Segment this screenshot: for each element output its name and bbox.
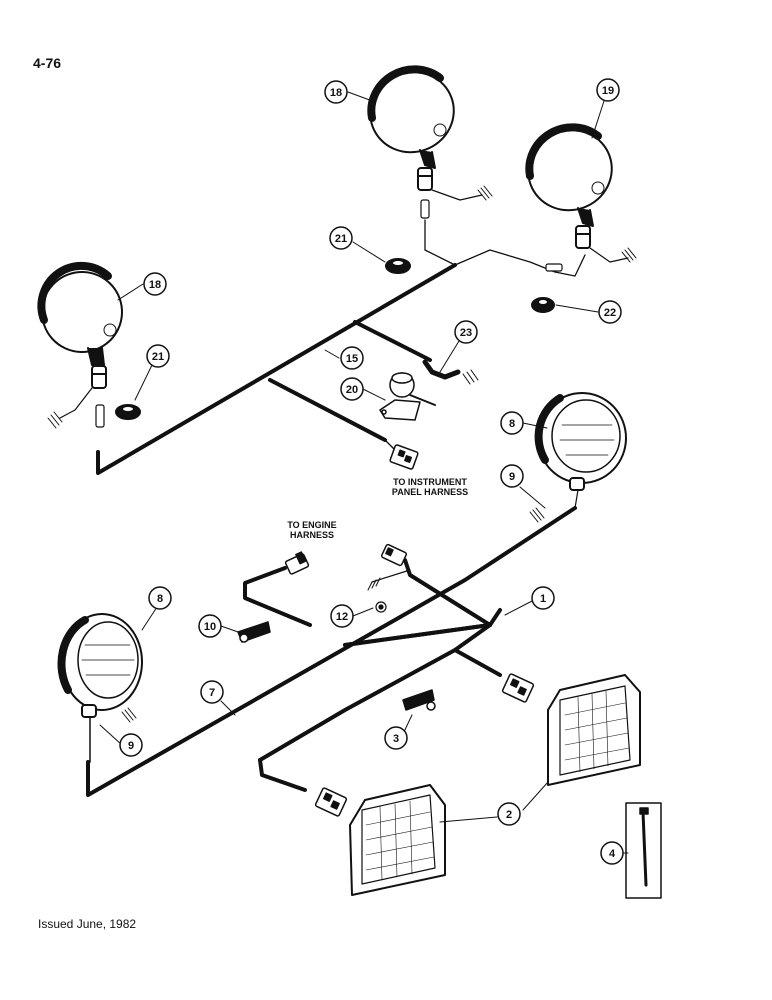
callout-label: 12	[336, 611, 348, 623]
front-lamp-harness	[86, 506, 577, 797]
front-lamp-thin-wires	[371, 489, 579, 583]
rear-work-lamp-left	[37, 261, 123, 429]
front-flood-lamp-right	[529, 392, 627, 523]
callout-7: 7	[200, 680, 224, 704]
callout-label: 7	[209, 687, 215, 699]
nut-12	[375, 601, 387, 613]
callout-2: 2	[497, 802, 521, 826]
instrument-panel-note-line-1: TO INSTRUMENT	[393, 477, 467, 487]
callout-9-left: 9	[119, 733, 143, 757]
engine-connector	[284, 551, 310, 575]
headlamp-right	[547, 674, 641, 786]
grommet-21-top	[385, 258, 411, 274]
callout-10: 10	[198, 614, 222, 638]
callout-label: 8	[157, 593, 163, 605]
callout-19: 19	[596, 78, 620, 102]
callout-label: 8	[509, 418, 515, 430]
page-number: 4-76	[33, 55, 62, 71]
clip-3	[402, 689, 436, 711]
callout-label: 2	[506, 809, 512, 821]
callout-21-left: 21	[146, 344, 170, 368]
callout-label: 9	[509, 471, 515, 483]
callout-label: 3	[393, 733, 399, 745]
callout-22: 22	[598, 300, 622, 324]
harness-connector-top	[380, 543, 408, 567]
tie-strap-4	[625, 802, 662, 899]
engine-harness-note-line-2: HARNESS	[289, 530, 334, 540]
callout-label: 10	[204, 621, 216, 633]
callouts: 18 19 21 18 21 15 23 20 22 8 9 1 12 10 8…	[119, 78, 624, 865]
callout-label: 21	[335, 233, 347, 245]
callout-15: 15	[340, 346, 364, 370]
callout-label: 4	[609, 848, 616, 860]
callout-23: 23	[454, 320, 478, 344]
callout-3: 3	[384, 726, 408, 750]
callout-4: 4	[600, 841, 624, 865]
headlamp-connector-left	[314, 787, 348, 817]
rear-work-lamp-right	[525, 123, 637, 272]
callout-12: 12	[330, 604, 354, 628]
connector-23	[422, 359, 479, 385]
callout-label: 22	[604, 307, 616, 319]
instrument-panel-note: TO INSTRUMENT PANEL HARNESS	[360, 477, 500, 497]
front-flood-lamp-left	[57, 613, 143, 763]
callout-20: 20	[340, 377, 364, 401]
instrument-panel-note-line-2: PANEL HARNESS	[391, 487, 469, 497]
headlamp-left	[349, 784, 446, 896]
callout-label: 23	[460, 327, 472, 339]
callout-1: 1	[531, 586, 555, 610]
grommet-21-left	[115, 404, 141, 420]
callout-label: 18	[149, 279, 161, 291]
engine-harness-note-line-1: TO ENGINE	[287, 520, 337, 530]
callout-label: 9	[128, 740, 134, 752]
callout-label: 15	[346, 353, 358, 365]
callout-label: 21	[152, 351, 164, 363]
rear-work-lamp-top	[367, 65, 493, 219]
callout-18-top: 18	[324, 80, 348, 104]
callout-label: 18	[330, 87, 342, 99]
callout-21-top: 21	[329, 226, 353, 250]
callout-9-right: 9	[500, 464, 524, 488]
callout-8-right: 8	[500, 411, 524, 435]
headlamp-connector-right	[501, 673, 535, 703]
grommet-22	[531, 297, 555, 313]
engine-harness-note: TO ENGINE HARNESS	[262, 520, 362, 540]
callout-label: 1	[540, 593, 546, 605]
rear-lamp-harness	[96, 263, 457, 475]
callout-leaders	[99, 91, 629, 854]
clip-10	[237, 621, 271, 643]
instrument-panel-connector	[389, 444, 419, 470]
callout-18-left: 18	[143, 272, 167, 296]
issued-date-footer: Issued June, 1982	[38, 917, 137, 931]
callout-label: 19	[602, 85, 614, 97]
callout-label: 20	[346, 384, 358, 396]
callout-8-left: 8	[148, 586, 172, 610]
switch-20	[379, 372, 436, 421]
